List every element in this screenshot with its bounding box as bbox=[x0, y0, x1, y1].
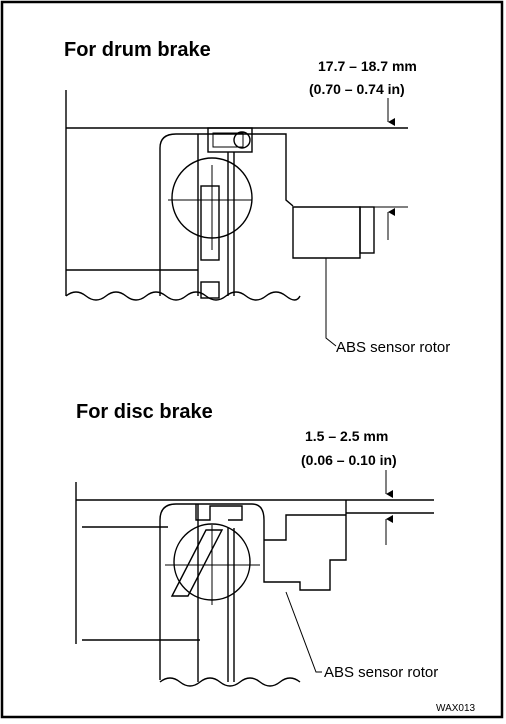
disc-label: ABS sensor rotor bbox=[324, 664, 438, 681]
disc-dimension-in: (0.06 – 0.10 in) bbox=[301, 452, 397, 468]
figure-code: WAX013 bbox=[436, 703, 476, 714]
disc-brake-drawing bbox=[75, 470, 434, 687]
drum-title: For drum brake bbox=[64, 39, 211, 61]
disc-dimension-mm: 1.5 – 2.5 mm bbox=[305, 428, 388, 444]
drum-brake-drawing bbox=[65, 90, 408, 347]
drum-dimension-in: (0.70 – 0.74 in) bbox=[309, 81, 405, 97]
disc-title: For disc brake bbox=[76, 401, 213, 423]
drum-label: ABS sensor rotor bbox=[336, 339, 450, 356]
drum-dimension-mm: 17.7 – 18.7 mm bbox=[318, 58, 417, 74]
